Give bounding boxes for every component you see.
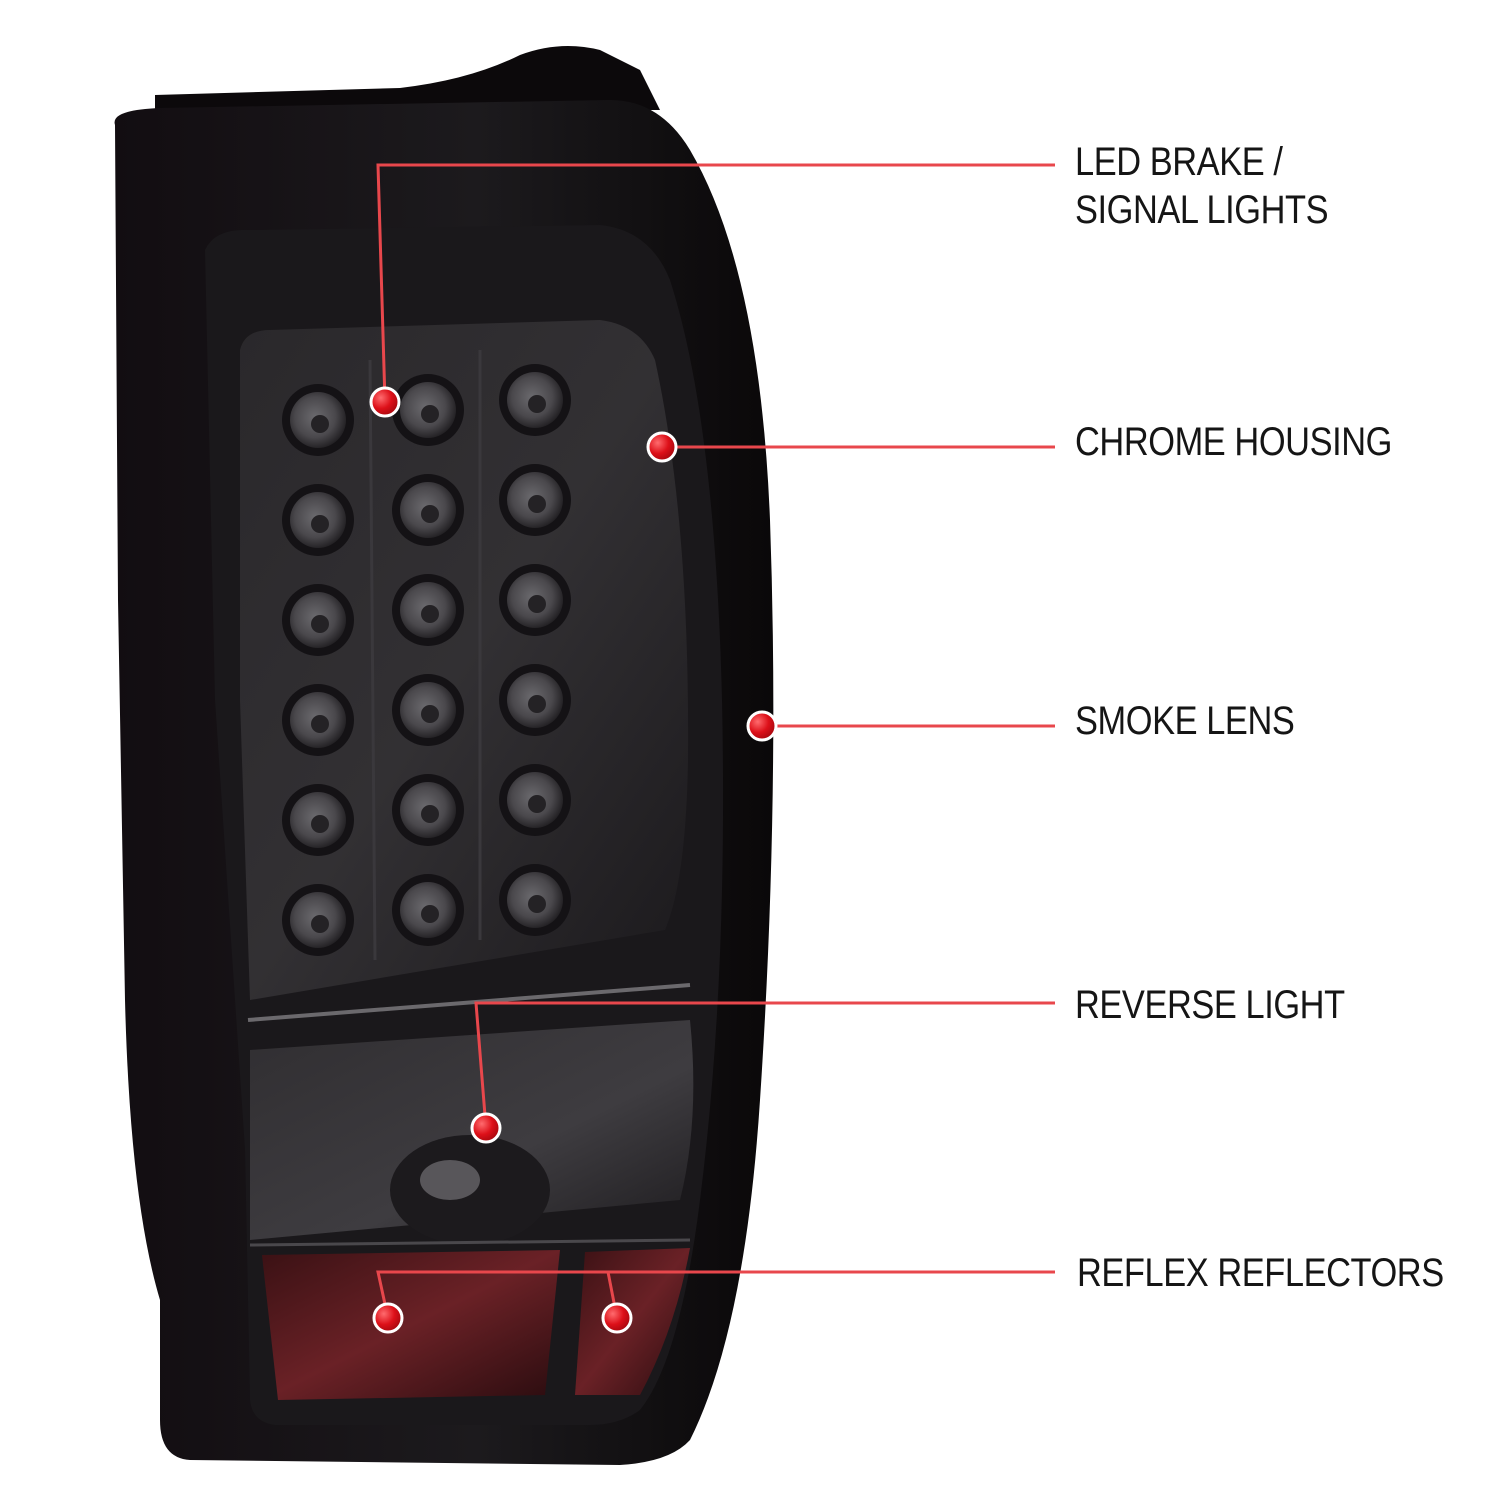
callout-label-chrome-housing: CHROME HOUSING [1075, 418, 1392, 466]
leader-reflex-left [376, 1270, 1055, 1319]
reflector-right [575, 1248, 690, 1395]
led-bulb-core [528, 495, 546, 513]
led-bulb-core [311, 415, 329, 433]
led-bulb-core [421, 905, 439, 923]
leader-reverse [474, 1001, 1055, 1129]
callout-label-led-brake-signal: LED BRAKE / SIGNAL LIGHTS [1075, 138, 1329, 234]
reflector-left [262, 1250, 560, 1400]
led-bulb-core [421, 605, 439, 623]
marker-dot-led [369, 386, 401, 418]
led-bulb-core [528, 895, 546, 913]
led-bulb-core [528, 795, 546, 813]
marker-dot-smoke [746, 710, 778, 742]
callout-label-line: REFLEX REFLECTORS [1077, 1251, 1444, 1295]
led-bulb-core [311, 915, 329, 933]
callout-label-line: CHROME HOUSING [1075, 420, 1392, 464]
led-bulb-core [528, 395, 546, 413]
callout-label-smoke-lens: SMOKE LENS [1075, 697, 1295, 745]
led-bulb-core [421, 705, 439, 723]
led-grid [282, 364, 571, 956]
callout-label-line: SIGNAL LIGHTS [1075, 188, 1329, 232]
leader-led [376, 163, 1055, 403]
led-bulb-core [311, 515, 329, 533]
marker-dot-reflex-left [372, 1302, 404, 1334]
callout-label-reflex-reflectors: REFLEX REFLECTORS [1077, 1249, 1444, 1297]
marker-dot-reflex-right [601, 1302, 633, 1334]
led-bulb-core [528, 595, 546, 613]
led-bulb-core [311, 615, 329, 633]
callout-leaders [369, 163, 1055, 1334]
callout-label-reverse-light: REVERSE LIGHT [1075, 981, 1345, 1029]
housing-top-lip [155, 46, 660, 115]
marker-dot-reverse [470, 1112, 502, 1144]
led-bulb-core [311, 815, 329, 833]
led-bulb-core [528, 695, 546, 713]
led-bulb-core [311, 715, 329, 733]
led-bulb-core [421, 805, 439, 823]
led-bulb-core [421, 405, 439, 423]
marker-dot-chrome [646, 431, 678, 463]
callout-label-line: LED BRAKE / [1075, 140, 1283, 184]
callout-label-line: SMOKE LENS [1075, 699, 1295, 743]
led-bulb-core [421, 505, 439, 523]
callout-label-line: REVERSE LIGHT [1075, 983, 1345, 1027]
